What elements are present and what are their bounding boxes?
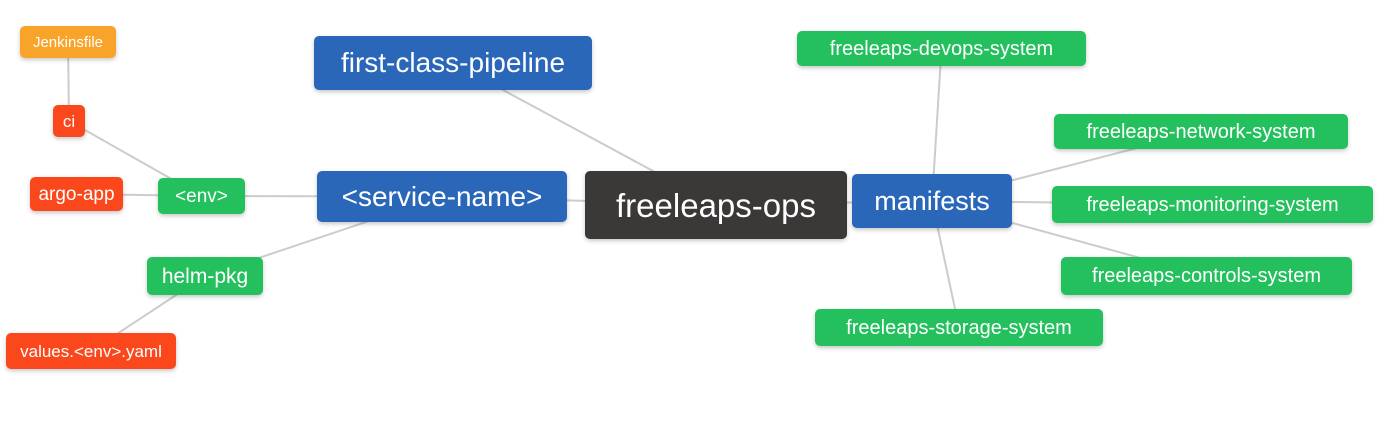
node-label: freeleaps-controls-system (1092, 265, 1321, 287)
node-label: helm-pkg (161, 264, 249, 288)
node-label: first-class-pipeline (340, 47, 566, 78)
node-label: values.<env>.yaml (20, 341, 162, 361)
node-freeleaps-monitoring-system[interactable]: freeleaps-monitoring-system (1052, 186, 1373, 223)
node-label: Jenkinsfile (32, 33, 104, 51)
node-label: manifests (874, 185, 990, 216)
node-label: <service-name> (341, 180, 543, 212)
node-helm-pkg[interactable]: helm-pkg (147, 257, 263, 295)
node-label: argo-app (38, 183, 115, 205)
node-label: freeleaps-monitoring-system (1086, 193, 1339, 216)
node-freeleaps-controls-system[interactable]: freeleaps-controls-system (1061, 257, 1352, 295)
node-service-name[interactable]: <service-name> (317, 171, 567, 222)
node-first-class-pipeline[interactable]: first-class-pipeline (314, 36, 592, 90)
node-env[interactable]: <env> (158, 178, 245, 214)
node-label: <env> (175, 185, 228, 207)
node-jenkinsfile[interactable]: Jenkinsfile (20, 26, 116, 58)
node-manifests[interactable]: manifests (852, 174, 1012, 228)
node-freeleaps-devops-system[interactable]: freeleaps-devops-system (797, 31, 1086, 66)
node-freeleaps-storage-system[interactable]: freeleaps-storage-system (815, 309, 1103, 346)
node-label: freeleaps-ops (616, 186, 816, 224)
node-label: ci (62, 111, 76, 131)
node-values-env-yaml[interactable]: values.<env>.yaml (6, 333, 176, 369)
node-label: freeleaps-storage-system (846, 316, 1072, 339)
node-label: freeleaps-devops-system (829, 37, 1054, 60)
node-ci[interactable]: ci (53, 105, 85, 137)
node-argo-app[interactable]: argo-app (30, 177, 123, 211)
node-freeleaps-ops[interactable]: freeleaps-ops (585, 171, 847, 239)
node-freeleaps-network-system[interactable]: freeleaps-network-system (1054, 114, 1348, 149)
node-label: freeleaps-network-system (1086, 120, 1316, 143)
